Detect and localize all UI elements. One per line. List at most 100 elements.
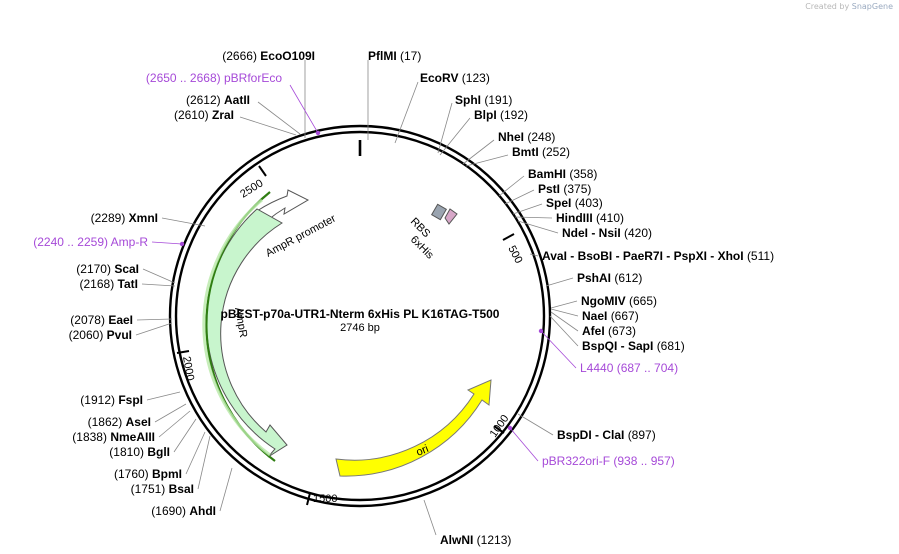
site-label: (2289) XmnI xyxy=(91,211,158,225)
site-label: (2168) TatI xyxy=(80,277,138,291)
site-label: PshAI (612) xyxy=(577,271,642,285)
site-connector-10 xyxy=(135,322,173,336)
site-connector-3 xyxy=(257,101,301,135)
site-label: (1810) BglI xyxy=(109,445,170,459)
site-connector-29 xyxy=(529,253,539,257)
site-position: (681) xyxy=(657,339,685,353)
site-label: (2060) PvuI xyxy=(69,328,132,342)
enzyme-name: NdeI - NsiI xyxy=(562,226,624,240)
site-connector-4 xyxy=(239,116,297,136)
site-label: (1690) AhdI xyxy=(151,504,216,518)
site-label: EcoRV (123) xyxy=(420,71,490,85)
his-tag-feature xyxy=(444,208,458,225)
site-connector-16 xyxy=(197,435,211,490)
plasmid-name: pBEST-p70a-UTR1-Nterm 6xHis PL K16TAG-T5… xyxy=(221,307,500,321)
ori-label: ori xyxy=(414,443,430,459)
site-connector-17 xyxy=(219,467,233,512)
enzyme-name: XmnI xyxy=(129,211,158,225)
site-label: BmtI (252) xyxy=(512,145,570,159)
enzyme-name: HindIII xyxy=(556,211,596,225)
enzyme-name: BpmI xyxy=(152,467,182,481)
site-position: (1838) xyxy=(72,430,110,444)
site-label: PflMI (17) xyxy=(368,49,421,63)
site-label: AvaI - BsoBI - PaeR7I - PspXI - XhoI (51… xyxy=(542,249,774,263)
site-position: (252) xyxy=(542,145,570,159)
site-label: (2612) AatII xyxy=(186,93,250,107)
site-label: NheI (248) xyxy=(498,130,555,144)
site-position: (2170) xyxy=(76,262,114,276)
enzyme-name: AatII xyxy=(224,93,250,107)
tick-2500-label: 2500 xyxy=(238,177,265,200)
site-connector-21 xyxy=(439,117,471,156)
site-connector-31 xyxy=(550,300,578,309)
site-connector-34 xyxy=(549,315,579,347)
primer-position: (938 .. 957) xyxy=(613,454,674,468)
tick-500-label: 500 xyxy=(505,244,524,266)
site-labels: (2666) EcoO109I(2650 .. 2668) pBRforEco(… xyxy=(33,49,774,547)
site-position: (403) xyxy=(575,196,603,210)
site-connector-14 xyxy=(173,418,197,453)
site-position: (192) xyxy=(500,108,528,122)
site-position: (410) xyxy=(596,211,624,225)
enzyme-name: NmeAIII xyxy=(110,430,155,444)
site-label: BspQI - SapI (681) xyxy=(582,339,685,353)
snapgene-credit: Created by SnapGene xyxy=(805,2,893,11)
ori-arrow xyxy=(335,379,492,477)
site-position: (511) xyxy=(747,249,774,263)
rbs-feature xyxy=(430,203,448,221)
site-label: AlwNI (1213) xyxy=(440,533,511,547)
tick-1000-mark xyxy=(493,425,505,434)
tick-500-mark xyxy=(502,233,515,241)
primer-mark-2 xyxy=(315,130,321,136)
site-label: (2078) EaeI xyxy=(70,313,133,327)
site-position: (17) xyxy=(400,49,421,63)
enzyme-name: EcoRV xyxy=(420,71,462,85)
site-position: (248) xyxy=(527,130,555,144)
credit-prefix: Created by xyxy=(805,2,850,11)
site-connector-38 xyxy=(423,499,437,536)
site-position: (1862) xyxy=(88,415,126,429)
site-connector-22 xyxy=(462,139,495,165)
backbone-inner-ring xyxy=(174,130,546,502)
primer-position: (2240 .. 2259) xyxy=(33,235,110,249)
primer-name: pBR322ori-F xyxy=(542,454,613,468)
enzyme-name: AhdI xyxy=(189,504,216,518)
enzyme-name: BlpI xyxy=(474,108,500,122)
enzyme-name: BamHI xyxy=(528,167,569,181)
site-position: (2666) xyxy=(222,49,260,63)
site-connector-6 xyxy=(151,241,183,245)
site-connector-30 xyxy=(545,277,574,287)
enzyme-name: NaeI xyxy=(582,309,611,323)
primer-name: Amp-R xyxy=(111,235,149,249)
primer-label: (2240 .. 2259) Amp-R xyxy=(33,235,148,249)
tick-1500-mark xyxy=(306,492,311,506)
site-connector-9 xyxy=(136,318,173,321)
site-connector-28 xyxy=(517,220,559,234)
primer-mark-6 xyxy=(179,241,185,247)
site-position: (667) xyxy=(611,309,639,323)
site-position: (2060) xyxy=(69,328,107,342)
site-label: NgoMIV (665) xyxy=(581,294,657,308)
site-connector-37 xyxy=(509,427,539,462)
primer-position: (687 .. 704) xyxy=(617,361,678,375)
primer-marks xyxy=(179,130,544,431)
enzyme-name: AvaI - BsoBI - PaeR7I - PspXI - XhoI xyxy=(542,249,747,263)
site-position: (1810) xyxy=(109,445,147,459)
site-label: (1751) BsaI xyxy=(131,482,194,496)
enzyme-name: SphI xyxy=(455,93,484,107)
enzyme-name: AlwNI xyxy=(440,533,477,547)
site-label: NdeI - NsiI (420) xyxy=(562,226,652,240)
enzyme-name: BmtI xyxy=(512,145,542,159)
site-label: PstI (375) xyxy=(538,182,591,196)
primer-name: pBRforEco xyxy=(224,71,282,85)
site-connector-7 xyxy=(142,268,176,284)
site-connector-13 xyxy=(158,410,191,438)
site-label: (2170) ScaI xyxy=(76,262,139,276)
enzyme-name: AseI xyxy=(126,415,151,429)
site-connector-2 xyxy=(289,84,319,134)
primer-label: L4440 (687 .. 704) xyxy=(580,361,678,375)
ampr-promoter-arrow xyxy=(256,189,310,221)
site-connector-32 xyxy=(550,308,579,317)
enzyme-name: ScaI xyxy=(114,262,139,276)
